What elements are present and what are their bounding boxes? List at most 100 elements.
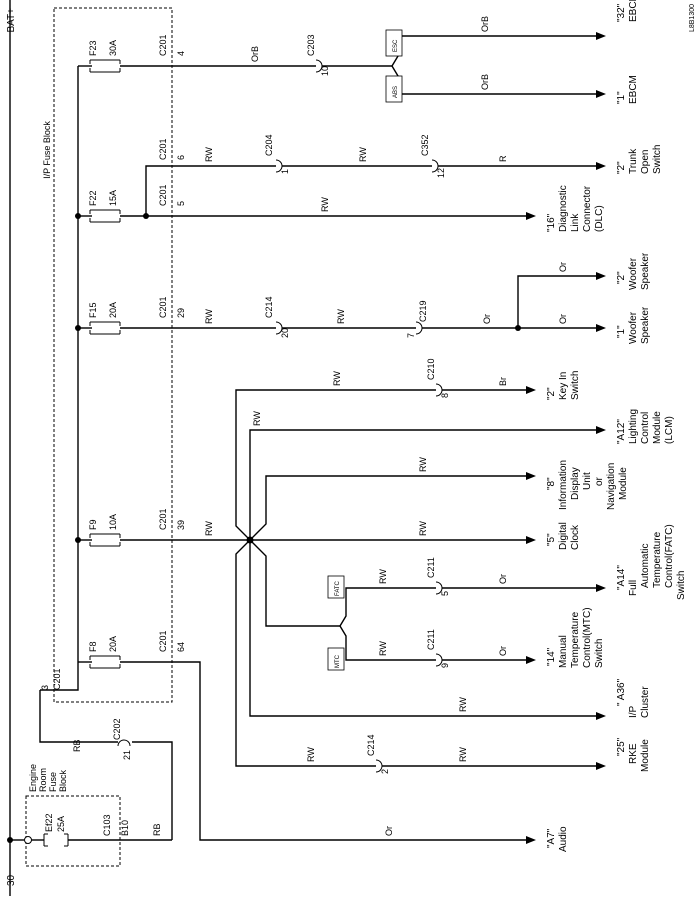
- wire-lcm: [249, 429, 596, 540]
- fuse-f15-pin: 29: [176, 308, 186, 318]
- component-woofer-2: "2" Woofer Speaker: [616, 252, 651, 290]
- component-pin: "A14": [616, 565, 627, 590]
- feed-wire-label: RB: [72, 739, 82, 752]
- wire-rw-label: RW: [378, 641, 388, 656]
- component-line: Navigation: [606, 463, 617, 510]
- c211a-label: C211: [426, 557, 436, 578]
- wire-or-label: Or: [498, 646, 508, 656]
- arrow: [526, 386, 536, 394]
- component-line: Switch: [676, 571, 687, 600]
- wire-rw-label: RW: [458, 747, 468, 762]
- wire-rw-label: RW: [458, 697, 468, 712]
- arrow: [596, 762, 606, 770]
- feed-pin: 3: [40, 685, 50, 690]
- c103-pin: B10: [120, 820, 130, 836]
- component-dlc: "16" Diagnostic Link Connector (DLC): [546, 185, 605, 232]
- diagram-code: L8B1300: [689, 4, 696, 32]
- arrow: [526, 472, 536, 480]
- wire-orb-label: OrB: [250, 46, 260, 62]
- c352-label: C352: [420, 134, 430, 156]
- fuse-f23-rating: 30A: [108, 40, 118, 56]
- wire-or-label: Or: [498, 574, 508, 584]
- esc-option-box: [385, 29, 403, 57]
- component-pin: "A7": [546, 828, 557, 848]
- component-line: Module: [618, 467, 629, 500]
- wire-rw-label: RW: [306, 747, 316, 762]
- component-lcm: "A12" Lighting Control Module (LCM): [616, 409, 675, 444]
- component-line: Switch: [652, 145, 663, 174]
- c219-pin: 7: [406, 333, 416, 338]
- arrow: [596, 272, 606, 280]
- fuse-f22-conn-b: C201: [158, 184, 168, 206]
- component-line: Audio: [558, 826, 569, 852]
- c211b-pin: 9: [440, 663, 450, 668]
- wire-woofer-2: [517, 275, 596, 328]
- feed-wire: [132, 741, 173, 840]
- wire-rw-label: RW: [336, 309, 346, 324]
- feed-wire2-label: RB: [152, 823, 162, 836]
- ip-fuse-block-label: I/P Fuse Block: [42, 121, 52, 179]
- engine-block-label-2: Room: [38, 768, 48, 792]
- wire-orb3-label: OrB: [480, 74, 490, 90]
- component-line: Information: [558, 460, 569, 510]
- fuse-f23-conn: C201: [158, 34, 168, 56]
- wire-temp: [249, 539, 340, 627]
- component-pin: "A12": [616, 419, 627, 444]
- ground-terminal: [24, 836, 32, 844]
- component-ip-cluster: " A36" I/P Cluster: [616, 678, 651, 718]
- component-line: Clock: [570, 524, 581, 550]
- arrow: [526, 656, 536, 664]
- component-pin: "5": [546, 533, 557, 546]
- fuse-ef22-rating: 25A: [56, 816, 66, 832]
- c214a-label: C214: [264, 296, 274, 318]
- fuse-ef22-id: Ef22: [44, 813, 54, 832]
- wire-mtc: [339, 625, 436, 661]
- c214a-pin: 20: [280, 328, 290, 338]
- component-line: Full: [628, 580, 639, 596]
- fuse-f15-id: F15: [88, 302, 98, 318]
- abs-option-box: [385, 75, 403, 103]
- component-pin: "1": [616, 325, 627, 338]
- feed-conn: C201: [52, 668, 62, 690]
- component-mtc-switch: "14" Manual Temperature Control(MTC) Swi…: [546, 607, 605, 668]
- component-rke-module: "25" RKE Module: [616, 737, 651, 772]
- fuse-f22-pin-b: 5: [176, 201, 186, 206]
- component-line: (LCM): [664, 416, 675, 444]
- arrow: [596, 584, 606, 592]
- component-line: Control(MTC): [582, 607, 593, 668]
- component-ebcm-32: "32" EBCM: [616, 0, 639, 22]
- wire-rw-label: RW: [332, 371, 342, 386]
- wire-or-label: Or: [558, 262, 568, 272]
- arrow: [596, 90, 606, 98]
- c202-pin: 21: [122, 750, 132, 760]
- arrow: [596, 324, 606, 332]
- component-line: Link: [570, 213, 581, 232]
- c103-label: C103: [102, 814, 112, 836]
- component-line: Speaker: [640, 306, 651, 344]
- component-line: Temperature: [652, 531, 663, 588]
- component-pin: "1": [616, 91, 627, 104]
- wire-rw-label: RW: [204, 147, 214, 162]
- fuse-f22-pin-a: 6: [176, 155, 186, 160]
- fuse-ef22-symbol: [43, 833, 69, 847]
- wire-keyin: [235, 389, 436, 541]
- fuse-f8-symbol: [89, 655, 121, 669]
- ip-fuse-block-outline: [53, 7, 173, 703]
- component-line: or: [594, 476, 605, 486]
- component-line: Woofer: [628, 311, 639, 344]
- component-line: Digital: [558, 522, 569, 550]
- wire-audio: [120, 661, 526, 841]
- component-line: RKE: [628, 743, 639, 764]
- c210-pin: 8: [440, 393, 450, 398]
- top-rail-label: BAT+: [6, 8, 17, 33]
- wire-or-label: Or: [482, 314, 492, 324]
- component-info-display: "8" Information Display Unit or Navigati…: [546, 460, 629, 510]
- component-pin: "8": [546, 477, 557, 490]
- c214b-label: C214: [366, 734, 376, 756]
- component-line: Lighting: [628, 409, 639, 444]
- c203-pin: 10: [320, 66, 330, 76]
- c352-pin: 12: [436, 168, 446, 178]
- fuse-f8-pin: 64: [176, 642, 186, 652]
- c204-label: C204: [264, 134, 274, 156]
